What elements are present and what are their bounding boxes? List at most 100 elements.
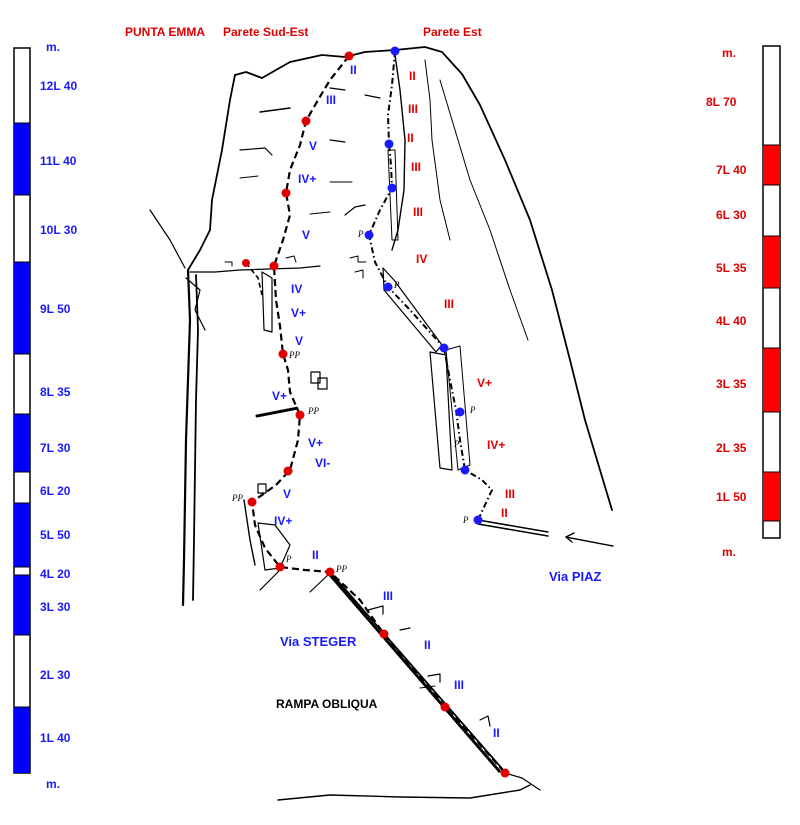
steger-pitch-6: 6L 20: [40, 484, 71, 498]
steger-pitch-4: 4L 20: [40, 567, 71, 581]
steger-grade: III: [383, 589, 393, 603]
steger-bar-segment-9: [14, 262, 30, 354]
piaz-grade: IV: [416, 252, 427, 266]
steger-grade: V+: [308, 436, 323, 450]
piaz-grades: II III II III III IV III V+ IV+ III II: [407, 69, 515, 520]
steger-grade: V+: [291, 306, 306, 320]
piaz-belay: [390, 46, 400, 56]
piaz-pitch-2: 2L 35: [716, 441, 747, 455]
piton-mark: PP: [335, 564, 347, 574]
steger-pitch-10: 10L 30: [40, 223, 77, 237]
piton-mark: P: [393, 280, 400, 290]
steger-bar-segment-1: [14, 707, 30, 773]
steger-belay: [269, 261, 279, 271]
steger-grade: II: [312, 548, 319, 562]
piaz-pitch-1: 1L 50: [716, 490, 747, 504]
via-piaz-label: Via PIAZ: [549, 569, 602, 584]
steger-bar-unit-bottom: m.: [46, 777, 60, 791]
steger-variant-line: [245, 262, 263, 296]
piaz-belay: [364, 230, 374, 240]
wall-se-title: Parete Sud-Est: [223, 25, 308, 39]
steger-grade: IV+: [274, 514, 292, 528]
steger-pitch-2: 2L 30: [40, 668, 71, 682]
piaz-belay: [455, 407, 465, 417]
via-steger-label: Via STEGER: [280, 634, 357, 649]
piaz-grade: III: [411, 160, 421, 174]
piaz-belay: [384, 139, 394, 149]
peak-title: PUNTA EMMA: [125, 25, 205, 39]
piaz-grade: III: [413, 205, 423, 219]
piaz-bar-segment-5: [763, 236, 780, 288]
piton-mark: P: [462, 515, 469, 525]
steger-belay: [281, 188, 291, 198]
rampa-obliqua-label: RAMPA OBLIQUA: [276, 697, 378, 711]
steger-grade: IV+: [298, 172, 316, 186]
steger-bar-unit-top: m.: [46, 40, 60, 54]
piaz-grade: II: [409, 69, 416, 83]
piaz-pitch-4: 4L 40: [716, 314, 747, 328]
piton-marks: PP PP P PP P PP P P P P: [231, 229, 476, 574]
steger-belay: [379, 629, 389, 639]
steger-grade: V: [302, 228, 310, 242]
piaz-pitch-bar: m. m. 8L 70 7L 40 6L 30 5L 35 4L 40 3L 3…: [706, 45, 781, 559]
steger-belay: [283, 466, 293, 476]
steger-belay: [440, 702, 450, 712]
steger-belay: [275, 562, 285, 572]
wall-e-title: Parete Est: [423, 25, 482, 39]
steger-belay: [295, 410, 305, 420]
steger-grade: V: [309, 139, 317, 153]
steger-grade: IV: [291, 282, 302, 296]
piton-mark: P: [469, 405, 476, 415]
steger-grade: II: [350, 63, 357, 77]
piaz-bar-segment-3: [763, 348, 780, 412]
piaz-bar-unit-bottom: m.: [722, 545, 736, 559]
steger-pitch-5: 5L 50: [40, 528, 71, 542]
steger-pitch-bar: m. m. 12L 40 11L 40 10L 30 9L 50 8L 35 7…: [13, 40, 77, 791]
piaz-belays: [364, 46, 483, 525]
steger-bar-segment-11: [14, 123, 30, 195]
steger-grade: V+: [272, 389, 287, 403]
steger-pitch-12: 12L 40: [40, 79, 77, 93]
piaz-belay: [439, 343, 449, 353]
steger-pitch-8: 8L 35: [40, 385, 71, 399]
piaz-pitch-6: 6L 30: [716, 208, 747, 222]
piaz-grade: V+: [477, 376, 492, 390]
piaz-belay: [473, 515, 483, 525]
rock-face-drawing: [149, 46, 614, 801]
steger-bar-segment-3: [14, 575, 30, 635]
steger-pitch-1: 1L 40: [40, 731, 71, 745]
piaz-pitch-5: 5L 35: [716, 261, 747, 275]
piaz-pitch-8: 8L 70: [706, 95, 737, 109]
piton-mark: PP: [307, 406, 319, 416]
steger-bar-segment-5: [14, 503, 30, 567]
steger-belays: [242, 51, 510, 778]
piaz-grade: III: [444, 297, 454, 311]
piaz-bar-frame: [762, 45, 781, 539]
piton-mark: P: [357, 229, 364, 239]
steger-belay: [278, 349, 288, 359]
steger-pitch-11: 11L 40: [40, 154, 77, 168]
steger-belay: [247, 497, 257, 507]
piton-mark: P: [285, 554, 292, 564]
steger-grade: VI-: [315, 456, 330, 470]
steger-grade: II: [493, 726, 500, 740]
steger-route-line: [250, 55, 506, 774]
steger-grade: V: [295, 334, 303, 348]
piaz-pitch-3: 3L 35: [716, 377, 747, 391]
steger-grades: II III V IV+ V IV V+ V V+ V+ VI- V IV+ I…: [272, 63, 500, 740]
piaz-pitch-7: 7L 40: [716, 163, 747, 177]
steger-grade: V: [283, 487, 291, 501]
piaz-grade: II: [407, 131, 414, 145]
piaz-grade: II: [501, 506, 508, 520]
steger-grade: II: [424, 638, 431, 652]
steger-belay: [500, 768, 510, 778]
steger-bar-segment-7: [14, 414, 30, 472]
steger-pitch-9: 9L 50: [40, 302, 71, 316]
steger-belay: [325, 567, 335, 577]
piaz-belay: [387, 183, 397, 193]
piaz-grade: III: [408, 102, 418, 116]
steger-belay: [242, 259, 250, 267]
piton-mark: P: [453, 439, 460, 449]
piton-mark: PP: [231, 493, 243, 503]
piaz-route-line: [367, 50, 494, 521]
